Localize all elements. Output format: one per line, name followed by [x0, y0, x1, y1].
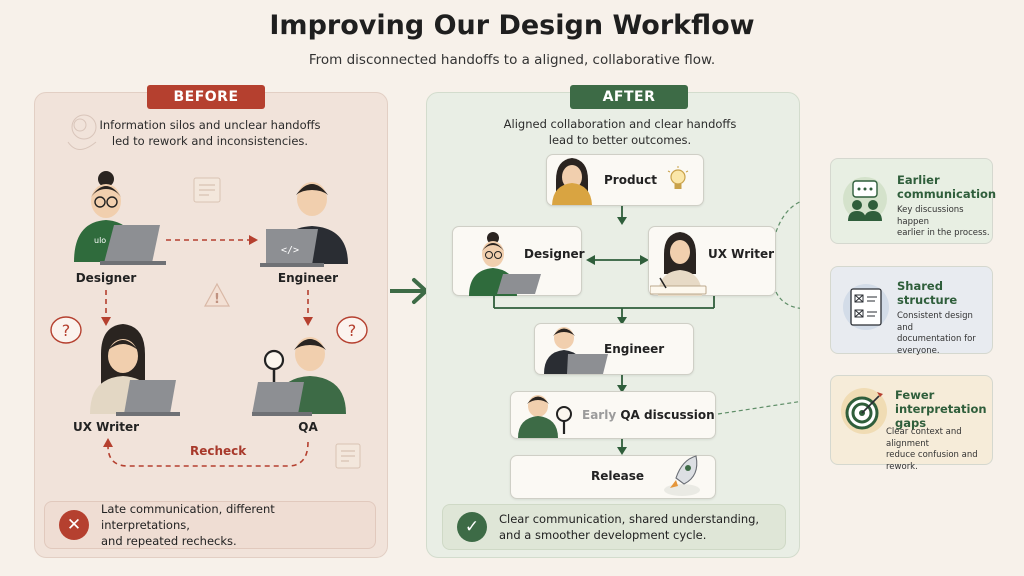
benefit-1-desc-line1: Key discussions happen	[897, 205, 964, 227]
after-qa-avatar	[518, 395, 572, 438]
after-description: Aligned collaboration and clear handoffs…	[492, 116, 748, 148]
benefit-2-title-line1: Shared	[897, 279, 943, 293]
after-ux-writer-avatar	[650, 232, 707, 296]
benefit-3-desc-line3: rework.	[886, 461, 918, 472]
product-label: Product	[604, 173, 657, 187]
engineer-avatar: </>	[260, 182, 348, 267]
hoodie-logo: ulo	[94, 236, 106, 245]
lightbulb-icon	[667, 166, 689, 189]
question-mark: ?	[348, 321, 357, 340]
before-illustration: ! ulo Designer </> Engineer ? UX Writer	[50, 114, 368, 469]
benefit-3-desc: Clear context and alignment reduce confu…	[886, 427, 992, 473]
warning-mark: !	[214, 292, 220, 307]
benefit-1-title-line1: Earlier	[897, 173, 940, 187]
after-engineer-avatar	[544, 327, 608, 374]
after-footer: ✓ Clear communication, shared understand…	[442, 504, 786, 550]
qa-discussion-label: Early QA discussion	[582, 408, 715, 422]
after-banner: AFTER	[570, 85, 688, 109]
before-banner: BEFORE	[147, 85, 265, 109]
before-panel	[34, 92, 388, 558]
target-icon	[841, 388, 887, 434]
benefit-2-desc-line1: Consistent design and	[897, 311, 973, 333]
structure-doc-icon	[843, 284, 889, 330]
qa-early-label: Early	[582, 408, 617, 422]
benefit-3-title: Fewer interpretation gaps	[895, 388, 991, 430]
transition-arrow-icon	[390, 278, 428, 304]
before-footer-text: Late communication, different interpreta…	[101, 501, 361, 549]
after-footer-line2: and a smoother development cycle.	[499, 528, 707, 542]
chat-team-icon	[843, 177, 887, 221]
page-subtitle: From disconnected handoffs to a aligned,…	[308, 52, 716, 68]
ux-writer-avatar	[90, 324, 180, 416]
release-label: Release	[591, 469, 645, 483]
faint-rose-doodle	[67, 114, 97, 150]
ux-writer-label: UX Writer	[708, 247, 775, 261]
benefit-2-desc: Consistent design and documentation for …	[897, 311, 991, 357]
engineer-label: Engineer	[604, 342, 665, 356]
before-qa-label: QA	[298, 420, 318, 434]
benefit-3-desc-line2: reduce confusion and	[886, 450, 978, 460]
before-dashed-arrows	[105, 239, 309, 467]
before-ux-writer-label: UX Writer	[73, 420, 139, 434]
benefit-1-title-line2: communication	[897, 187, 997, 201]
before-footer: ✕ Late communication, different interpre…	[44, 501, 376, 549]
before-desc-line1: Information silos and unclear handoffs	[99, 118, 321, 132]
before-footer-line1: Late communication, different interpreta…	[101, 502, 275, 532]
before-engineer-label: Engineer	[278, 271, 338, 285]
benefit-3-title-line1: Fewer	[895, 388, 935, 402]
benefit-2-desc-line2: documentation for	[897, 334, 976, 344]
laptop-code-glyph: </>	[281, 245, 299, 256]
arrow-qa-recheck	[107, 441, 309, 467]
benefit-2-text: Shared structure Consistent design and d…	[897, 279, 991, 357]
benefit-card-earlier-communication: Earlier communication Key discussions ha…	[830, 158, 997, 244]
warning-icon: !	[203, 282, 231, 307]
after-footer-line1: Clear communication, shared understandin…	[499, 512, 760, 526]
after-flow-connectors	[493, 201, 800, 455]
after-footer-text: Clear communication, shared understandin…	[499, 511, 759, 543]
check-circle-icon: ✓	[457, 512, 487, 542]
designer-avatar: ulo	[74, 171, 166, 265]
before-footer-line2: and repeated rechecks.	[101, 534, 237, 548]
x-circle-icon: ✕	[59, 510, 89, 540]
benefit-2-title-line2: structure	[897, 293, 958, 307]
benefit-1-desc-line2: earlier in the process.	[897, 228, 990, 238]
benefit-card-shared-structure: Shared structure Consistent design and d…	[830, 266, 993, 357]
before-designer-label: Designer	[76, 271, 137, 285]
after-designer-avatar	[469, 232, 541, 296]
page-title: Improving Our Design Workflow	[269, 10, 755, 41]
benefit-1-text: Earlier communication Key discussions ha…	[897, 173, 997, 240]
document-icon	[193, 177, 221, 203]
designer-label: Designer	[524, 247, 585, 261]
recheck-label: Recheck	[190, 444, 247, 458]
question-bubble-icon: ?	[336, 316, 368, 344]
product-avatar	[552, 158, 592, 205]
benefit-card-fewer-gaps: Fewer interpretation gaps Clear context …	[830, 375, 993, 472]
benefit-3-desc-line1: Clear context and alignment	[886, 427, 962, 449]
before-desc-line2: led to rework and inconsistencies.	[111, 134, 309, 148]
before-arrowheads	[101, 235, 313, 447]
benefit-1-desc: Key discussions happen earlier in the pr…	[897, 205, 991, 240]
qa-rest-label: QA discussion	[620, 408, 715, 422]
question-mark: ?	[62, 321, 71, 340]
before-description: Information silos and unclear handoffs l…	[90, 117, 330, 149]
document-icon	[335, 443, 361, 469]
benefit-3-title-line2: interpretation gaps	[895, 402, 987, 430]
benefit-2-desc-line3: everyone.	[897, 345, 940, 356]
question-bubble-icon: ?	[50, 316, 82, 344]
after-desc-line1: Aligned collaboration and clear handoffs	[503, 117, 737, 131]
qa-avatar	[252, 337, 346, 416]
after-desc-line2: lead to better outcomes.	[548, 133, 692, 147]
rocket-icon	[664, 455, 700, 496]
